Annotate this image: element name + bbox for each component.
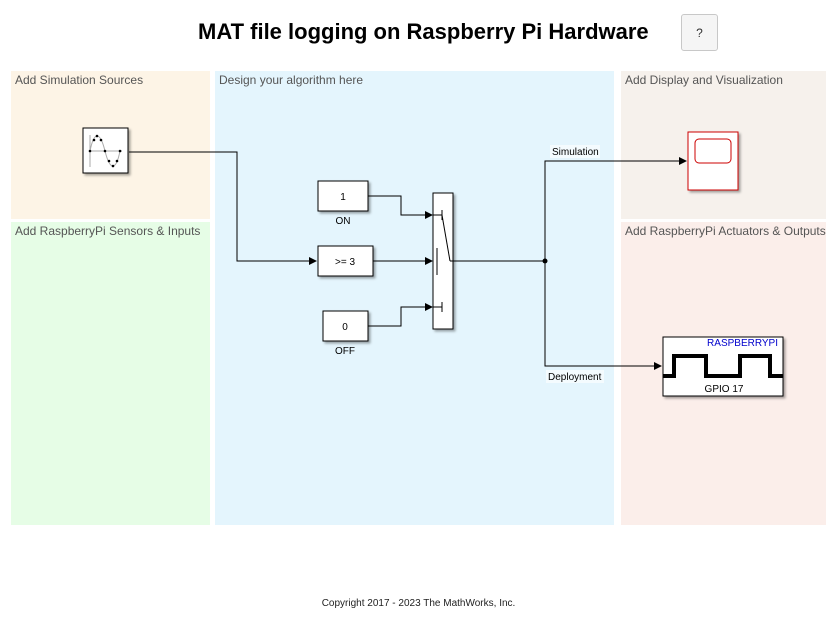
switch-block[interactable] [432,192,454,330]
signal-lines [129,151,687,370]
panel-actuators-outputs: Add RaspberryPi Actuators & Outputs [621,222,826,525]
simulation-label-bg [550,145,600,158]
switch-icon [433,210,453,312]
line-off-to-switch[interactable] [368,303,433,327]
constant-off-block[interactable]: 0 [322,310,369,342]
compare-value: >= 3 [335,257,355,268]
line-on-to-switch[interactable] [368,195,433,219]
help-button[interactable]: ? [681,14,718,51]
page-title: MAT file logging on Raspberry Pi Hardwar… [198,19,649,44]
line-deployment[interactable] [544,261,662,370]
gpio-header: RASPBERRYPI [707,338,778,349]
line-simulation[interactable] [544,157,687,261]
panel-title-sensors: Add RaspberryPi Sensors & Inputs [15,224,201,238]
panel-algorithm: Design your algorithm here [215,71,614,525]
scope-icon [694,138,732,164]
sine-wave-block[interactable] [82,127,129,174]
constant-on-block[interactable]: 1 [317,180,369,212]
panel-title-actuators: Add RaspberryPi Actuators & Outputs [625,224,826,238]
deployment-label-bg [546,370,604,383]
line-sine-to-compare[interactable] [129,151,317,265]
constant-on-label: ON [336,216,351,227]
compare-block[interactable]: >= 3 [317,245,374,277]
signal-label-simulation: Simulation [552,147,599,158]
gpio-write-block[interactable]: RASPBERRYPI GPIO 17 [662,336,784,397]
scope-block[interactable] [687,131,739,191]
constant-off-label: OFF [335,346,355,357]
panel-title-sources: Add Simulation Sources [15,73,144,87]
panel-title-algorithm: Design your algorithm here [219,73,364,87]
constant-off-value: 0 [342,322,348,333]
panel-title-display: Add Display and Visualization [625,73,783,87]
sine-wave-icon [88,134,122,168]
signal-label-deployment: Deployment [548,372,602,383]
panel-sensors-inputs: Add RaspberryPi Sensors & Inputs [11,222,210,525]
branch-point [542,258,548,264]
square-wave-icon [663,354,783,378]
copyright-footer: Copyright 2017 - 2023 The MathWorks, Inc… [321,598,516,609]
constant-on-value: 1 [340,192,346,203]
gpio-label: GPIO 17 [705,384,744,395]
